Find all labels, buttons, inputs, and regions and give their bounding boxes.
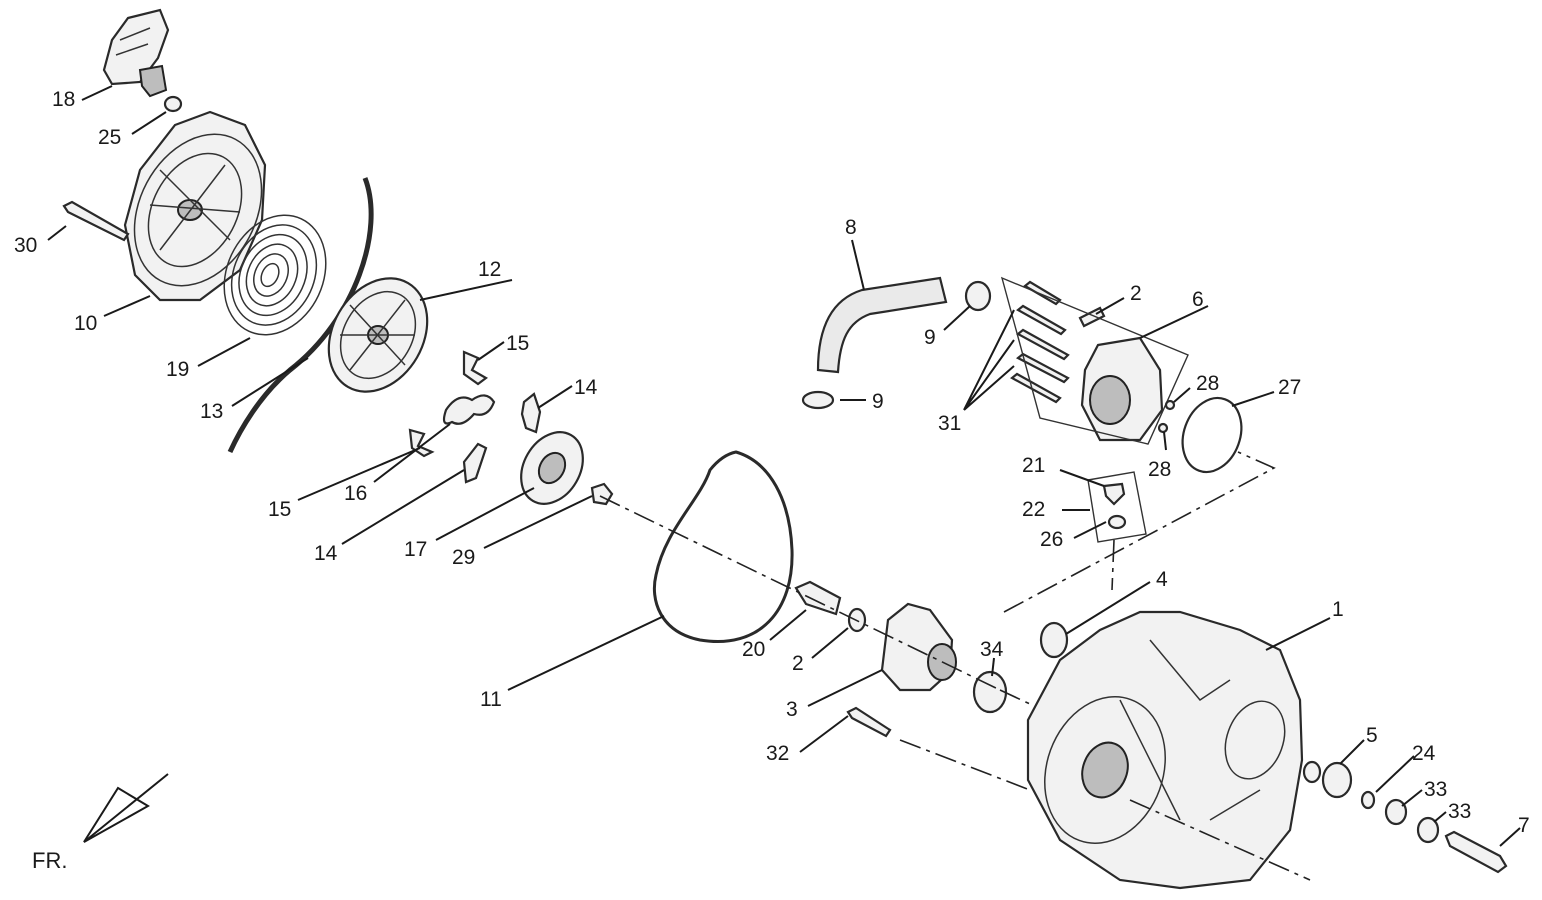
o-ring-part [1181, 396, 1243, 474]
drain-bolt-part [1102, 482, 1126, 506]
callout-33-lower: 33 [1448, 800, 1471, 823]
callout-6: 6 [1192, 288, 1204, 311]
callout-28-upper: 28 [1196, 372, 1219, 395]
centerline [899, 739, 1311, 881]
callout-27: 27 [1278, 376, 1301, 399]
callout-25: 25 [98, 126, 121, 149]
callout-31: 31 [938, 412, 961, 435]
washer-part [1039, 621, 1069, 659]
cover-bolt-box [1000, 276, 1189, 445]
bolt-part [62, 200, 130, 242]
front-direction-label: FR. [32, 848, 67, 873]
starter-rope-part [227, 177, 374, 454]
callout-9-lower: 9 [872, 390, 884, 413]
ratchet-part [462, 442, 488, 484]
callout-9-upper: 9 [924, 326, 936, 349]
drain-bolt-box [1087, 471, 1147, 543]
starter-handle-part [102, 8, 170, 98]
cover-bolts-part [1010, 280, 1106, 404]
callout-33-upper: 33 [1424, 778, 1447, 801]
callout-3: 3 [786, 698, 798, 721]
long-bolt-part [846, 706, 892, 738]
callout-19: 19 [166, 358, 189, 381]
friction-plate-part [442, 394, 496, 425]
oil-seal-part [972, 670, 1008, 714]
callout-15-lower: 15 [268, 498, 291, 521]
callout-14-lower: 14 [314, 542, 338, 565]
callout-22: 22 [1022, 498, 1045, 521]
callout-26: 26 [1040, 528, 1063, 551]
callout-16: 16 [344, 482, 367, 505]
callout-4: 4 [1156, 568, 1168, 591]
crankcase-cover-part [1026, 610, 1304, 890]
callout-13: 13 [200, 400, 223, 423]
callout-18: 18 [52, 88, 75, 111]
hose-clamp-part [801, 390, 835, 410]
dowel-pin-part [1157, 422, 1169, 434]
circlip-part [1360, 790, 1376, 810]
callout-30: 30 [14, 234, 37, 257]
callout-2-lower: 2 [792, 652, 804, 675]
callout-2-upper: 2 [1130, 282, 1142, 305]
centerline [599, 495, 1031, 705]
starter-housing-part [123, 110, 267, 302]
callout-21: 21 [1022, 454, 1045, 477]
front-direction-arrow [83, 773, 169, 843]
callout-7: 7 [1518, 814, 1530, 837]
impeller-part [880, 602, 957, 692]
callout-32: 32 [766, 742, 789, 765]
callout-11: 11 [480, 688, 502, 711]
spiral-spring-part [223, 214, 327, 336]
centerline [1003, 451, 1276, 613]
callout-17: 17 [404, 538, 427, 561]
pump-cover-part [1080, 336, 1164, 442]
stud-bolt-part [1444, 830, 1508, 874]
spring-clip-part [462, 350, 488, 386]
callout-15-upper: 15 [506, 332, 529, 355]
rope-pulley-part [327, 277, 429, 393]
callout-28-lower: 28 [1148, 458, 1171, 481]
dowel-pin-part [1164, 399, 1176, 411]
nut-part [1384, 798, 1408, 826]
hose-clamp-part [964, 280, 992, 312]
bearing-part [1302, 760, 1353, 799]
callout-10: 10 [74, 312, 97, 335]
shaft-bolt-part [794, 580, 842, 616]
centerline [1111, 539, 1115, 591]
o-ring-part [163, 95, 183, 113]
callout-20: 20 [742, 638, 765, 661]
nut-part [1416, 816, 1440, 844]
callout-1: 1 [1332, 598, 1344, 621]
callout-14-upper: 14 [574, 376, 598, 399]
coolant-hose-part [816, 276, 948, 374]
callout-24: 24 [1412, 742, 1436, 765]
callout-34: 34 [980, 638, 1004, 661]
ratchet-guide-part [520, 431, 584, 505]
ratchet-part [520, 392, 542, 434]
sealing-washer-part [1107, 514, 1127, 530]
callout-29: 29 [452, 546, 475, 569]
leader-lines [47, 85, 1521, 847]
callout-5: 5 [1366, 724, 1378, 747]
cover-gasket-part [652, 450, 794, 643]
callout-8: 8 [845, 216, 857, 239]
callout-12: 12 [478, 258, 501, 281]
